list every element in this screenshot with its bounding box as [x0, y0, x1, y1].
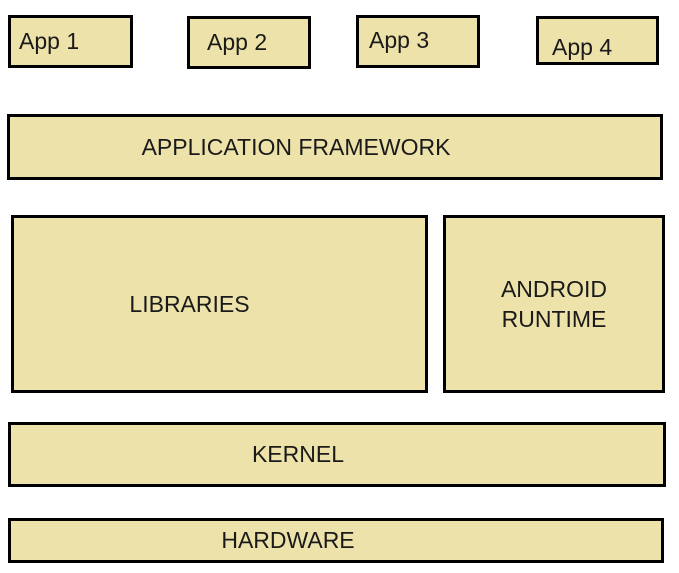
box-libraries: LIBRARIES [11, 215, 428, 393]
android-runtime-label: ANDROID RUNTIME [500, 276, 608, 332]
app-3-label: App 3 [369, 27, 430, 53]
box-app-2: App 2 [187, 16, 311, 69]
box-app-3: App 3 [356, 15, 480, 68]
application-framework-label: APPLICATION FRAMEWORK [141, 133, 451, 160]
libraries-label: LIBRARIES [129, 290, 250, 317]
box-android-runtime: ANDROID RUNTIME [443, 215, 665, 393]
app-2-label: App 2 [207, 29, 268, 55]
kernel-label: KERNEL [251, 441, 345, 467]
box-hardware: HARDWARE [8, 518, 664, 563]
app-4-label: App 4 [552, 34, 613, 60]
box-app-4: App 4 [536, 16, 659, 65]
box-app-1: App 1 [8, 15, 133, 68]
box-application-framework: APPLICATION FRAMEWORK [7, 114, 663, 180]
app-1-label: App 1 [19, 28, 80, 54]
hardware-label: HARDWARE [221, 527, 355, 553]
box-kernel: KERNEL [8, 422, 666, 487]
